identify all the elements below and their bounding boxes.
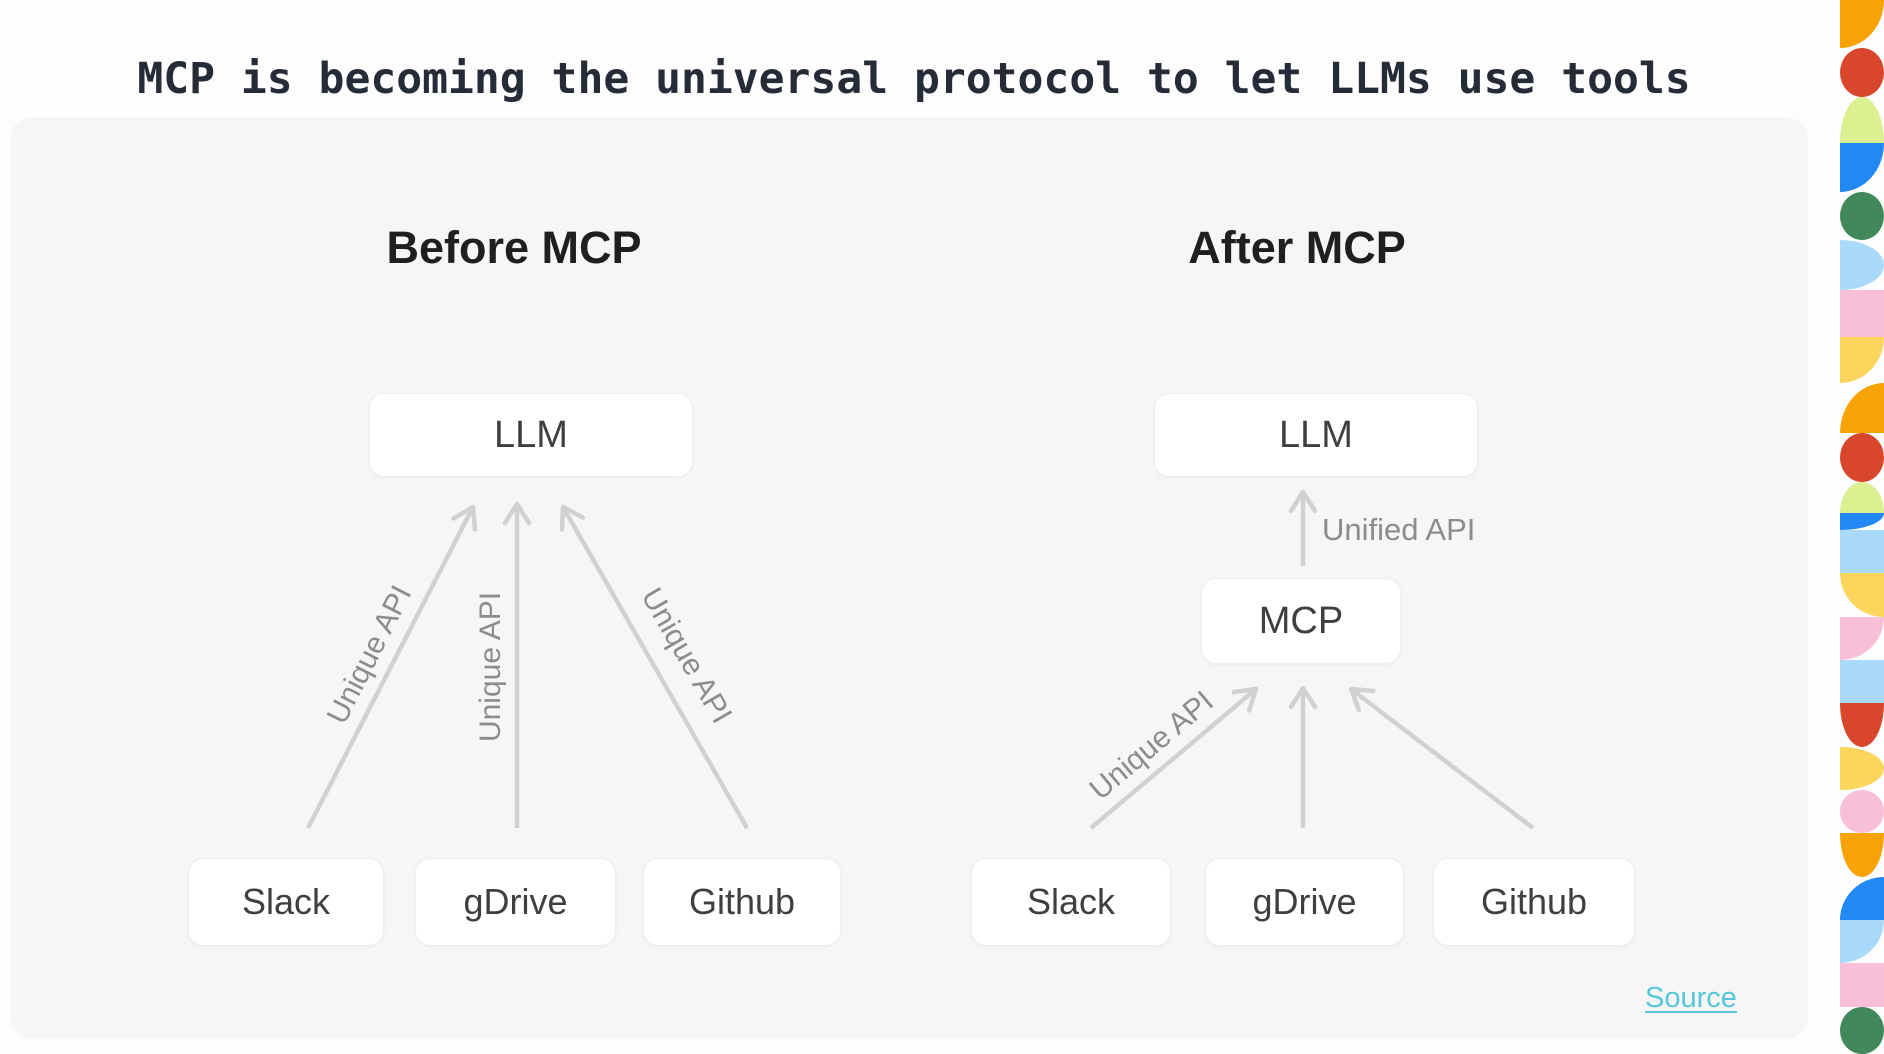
unique-api-label-gdrive-before: Unique API [474,591,507,743]
blue-quarter [1840,513,1884,530]
lightblue-square [1840,660,1884,703]
after-mcp-heading: After MCP [1188,222,1406,273]
red-half-circle [1840,703,1884,747]
llm-node-after: LLM [1154,393,1478,477]
lightblue-square [1840,530,1884,573]
pink-quarter [1840,617,1884,660]
orange-quarter [1840,383,1884,433]
red-circle [1840,48,1884,97]
lightblue-half-circle [1840,240,1884,290]
gdrive-node-before: gDrive [415,858,616,946]
red-circle [1840,433,1884,482]
green-circle [1840,192,1884,240]
green-circle [1840,1007,1884,1054]
pink-circle [1840,790,1884,833]
orange-quarter [1840,0,1884,48]
lime-half-circle [1840,482,1884,513]
github-node-before: Github [643,858,841,946]
orange-half-circle [1840,833,1884,877]
pink-square [1840,963,1884,1007]
gdrive-node-after: gDrive [1205,858,1404,946]
unified-api-label: Unified API [1322,512,1476,547]
yellow-quarter [1840,337,1884,383]
page-title: MCP is becoming the universal protocol t… [137,54,1691,104]
lime-half-circle [1840,97,1884,143]
github-node-after: Github [1433,858,1635,946]
mcp-node: MCP [1201,578,1401,664]
pink-square [1840,290,1884,337]
blue-quarter [1840,877,1884,920]
blue-quarter [1840,143,1884,192]
yellow-half-circle [1840,747,1884,790]
decor-strip [1840,0,1884,1054]
source-link[interactable]: Source [1645,982,1737,1014]
lightblue-quarter [1840,920,1884,963]
slack-node-after: Slack [971,858,1171,946]
llm-node-before: LLM [369,393,693,477]
before-mcp-heading: Before MCP [386,222,642,273]
yellow-quarter [1840,573,1884,617]
slack-node-before: Slack [188,858,384,946]
